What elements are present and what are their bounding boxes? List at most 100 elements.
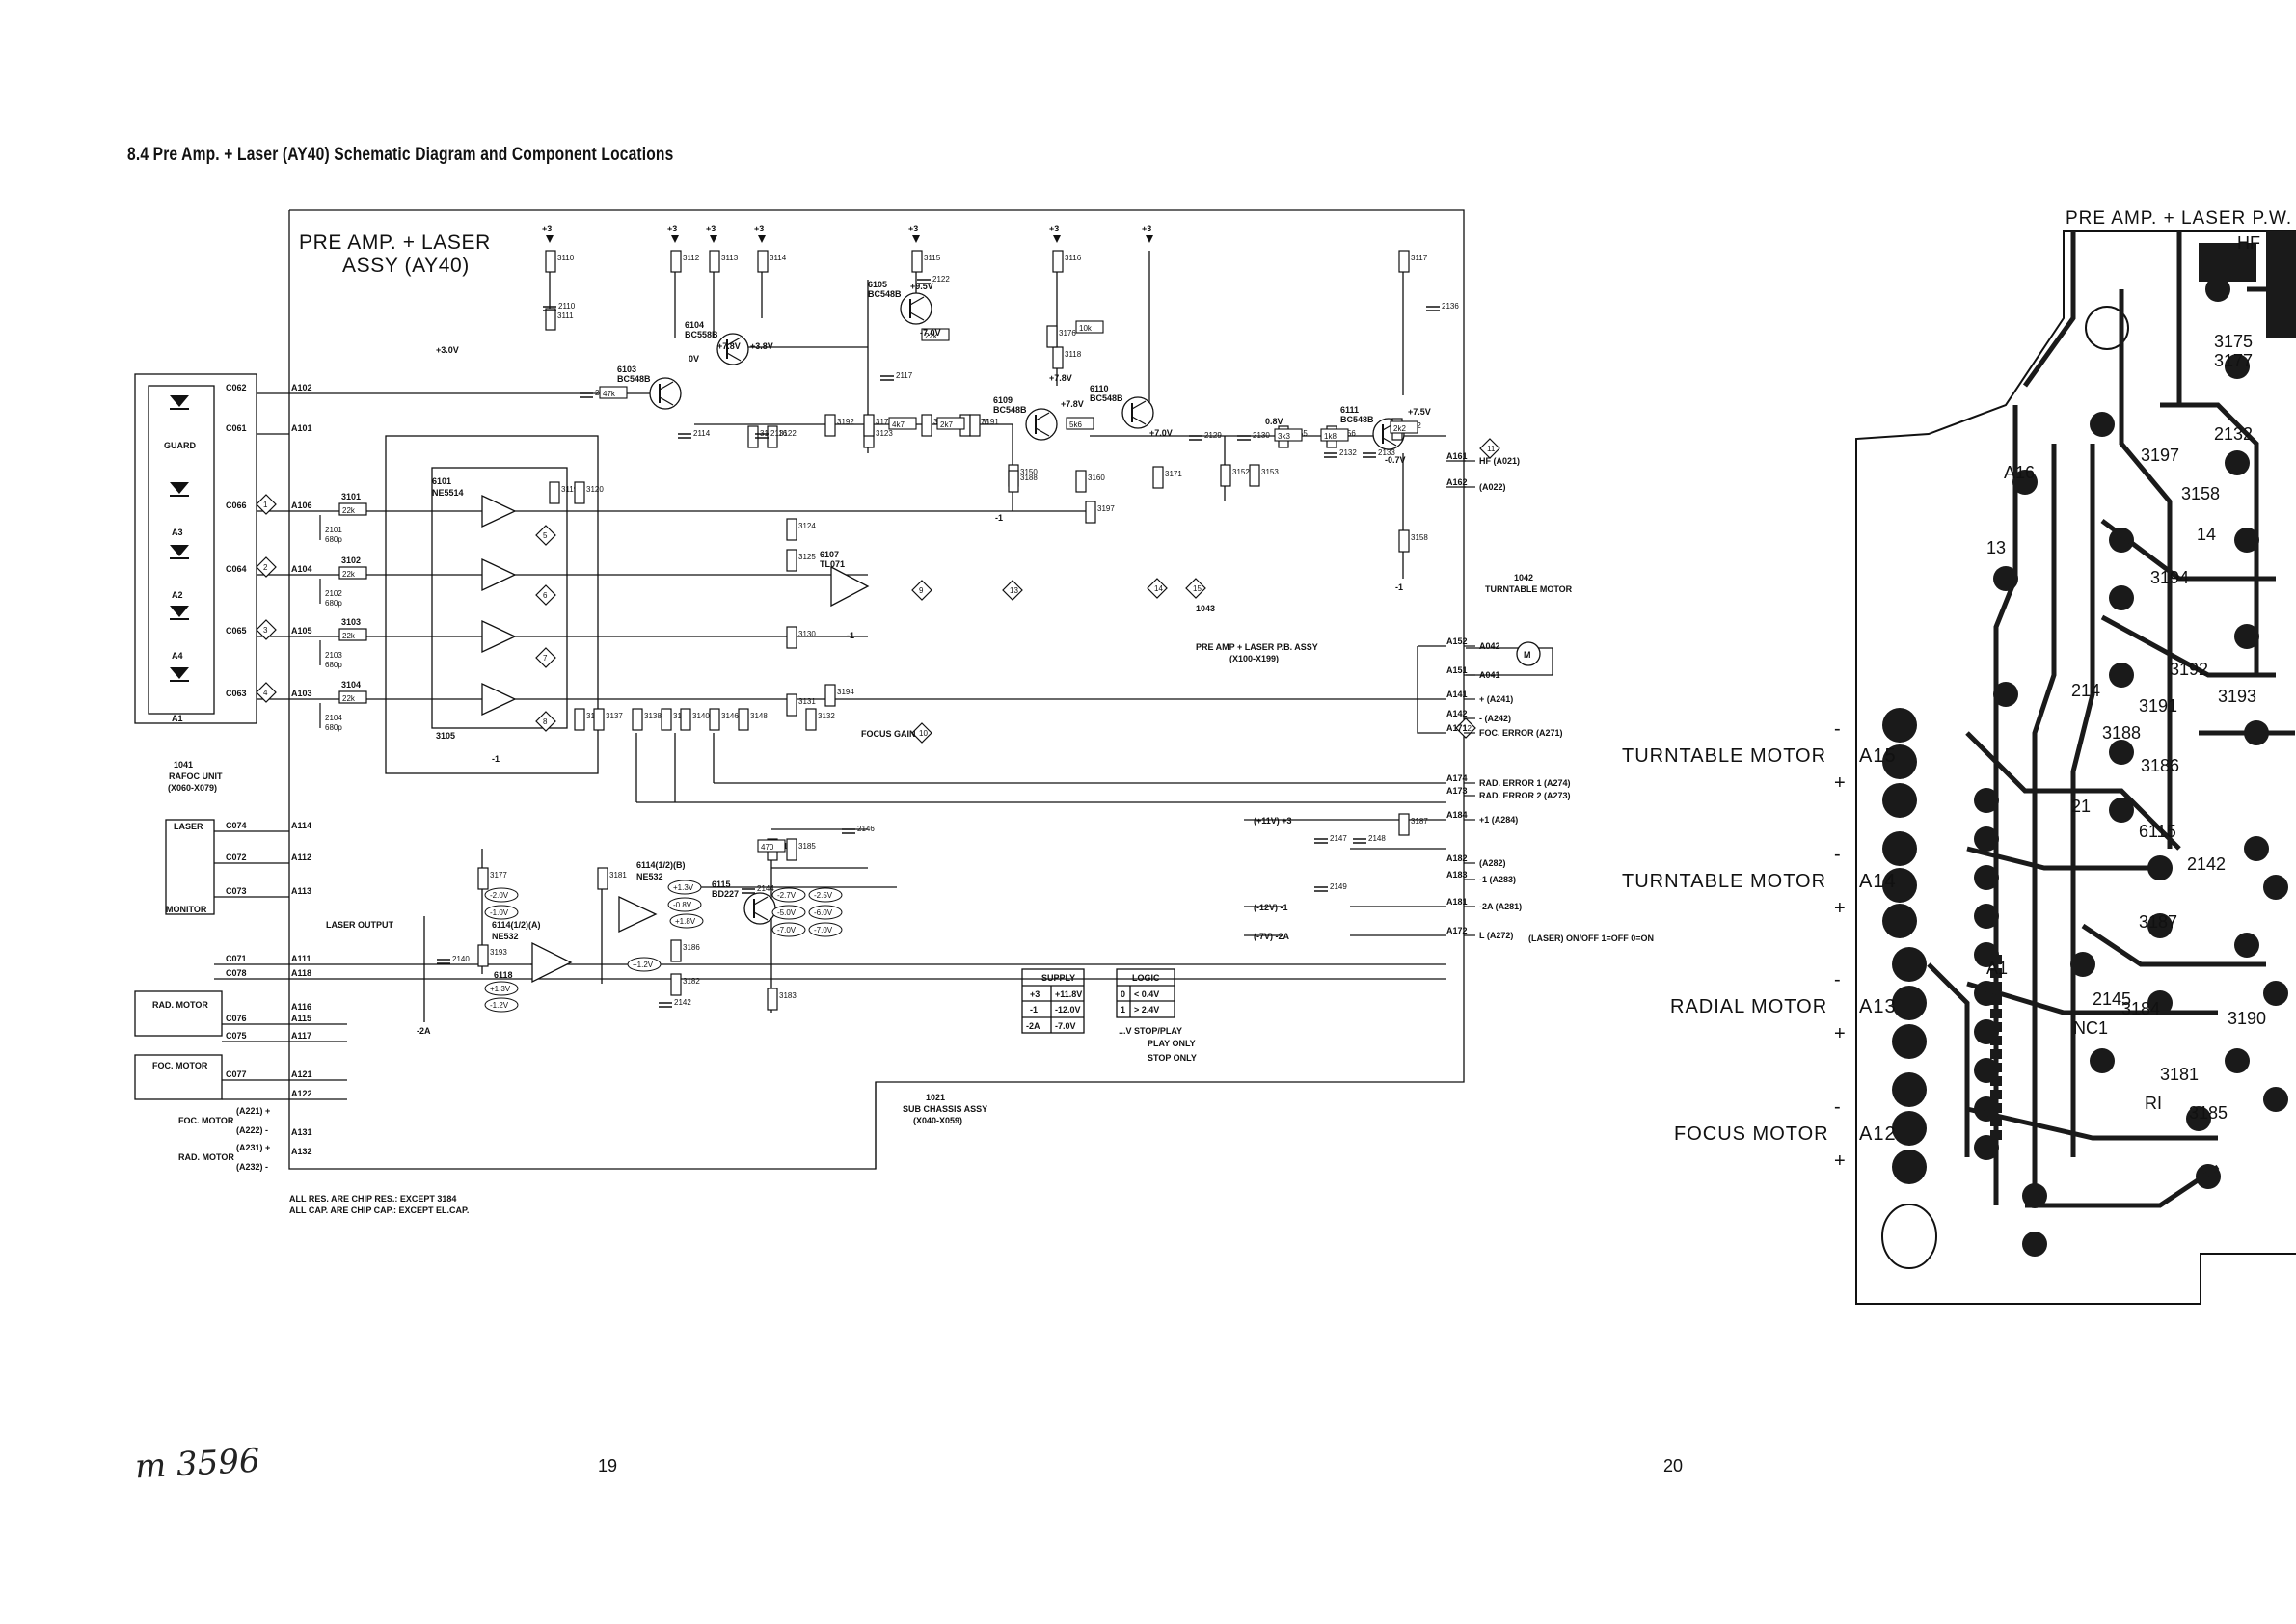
supply-rail-2a: (-7V) -2A xyxy=(1254,932,1290,941)
test-point-icon xyxy=(1185,578,1206,599)
opamp-icon xyxy=(481,494,517,528)
cap-ref: 2130 xyxy=(1253,431,1270,440)
pcb-pad xyxy=(2263,981,2288,1006)
supply-arrow-icon xyxy=(1053,235,1061,243)
a-pin: A112 xyxy=(291,853,311,862)
resistor-ref: 3119 xyxy=(561,485,579,494)
test-point-label: 7 xyxy=(543,654,548,663)
opamp-ref: 6114(1/2)(B) xyxy=(636,860,686,870)
test-point-icon xyxy=(256,619,277,640)
opamp-icon xyxy=(481,619,517,654)
output-pin: A182 xyxy=(1446,853,1468,863)
a-pin: A102 xyxy=(291,383,312,392)
cap-ref: 2122 xyxy=(932,275,950,284)
transistor-icon xyxy=(900,292,932,325)
resistor xyxy=(477,944,489,967)
pcb-pad xyxy=(1974,865,1999,890)
transistor-icon xyxy=(716,333,749,365)
voltage-label: 0V xyxy=(689,354,699,364)
resistor-ref: 3192 xyxy=(837,418,854,426)
connector-pin: C073 xyxy=(226,886,247,896)
photodiode-icon xyxy=(170,545,189,559)
resistor-value-box xyxy=(1390,420,1418,434)
measurement-value: +1.3V xyxy=(490,985,511,993)
resistor xyxy=(1249,464,1260,487)
resistor xyxy=(786,838,797,861)
turntable-motor-ref: 1042 xyxy=(1514,573,1533,582)
measurement-callout xyxy=(808,887,843,903)
logic-row-2-a: 1 xyxy=(1121,1005,1125,1015)
pcb-component-label: 3158 xyxy=(2181,484,2220,503)
polarity-minus-2: - xyxy=(1834,844,1842,865)
output-pin: A152 xyxy=(1446,636,1468,646)
output-label: RAD. ERROR 2 (A273) xyxy=(1479,791,1571,800)
cap-ref: 2132 xyxy=(1339,448,1357,457)
connector-pin: C076 xyxy=(226,1014,247,1023)
pcb-title: PRE AMP. + LASER P.W. xyxy=(2066,208,2292,229)
resistor-ref: 3177 xyxy=(490,871,507,880)
opamp-icon xyxy=(830,565,870,608)
resistor xyxy=(670,973,682,996)
pcb-component-label: 3197 xyxy=(2141,446,2179,465)
pcb-pad xyxy=(1882,831,1917,866)
pcb-component-label: 21 xyxy=(2071,797,2091,816)
pcb-hole-bottom xyxy=(1881,1204,1937,1269)
cap-ref: 2133 xyxy=(1378,448,1395,457)
measurement-value: -2.7V xyxy=(777,891,797,900)
test-point-label: 1 xyxy=(263,501,268,509)
output-label: - (A242) xyxy=(1479,714,1511,723)
rad-motor-label: RAD. MOTOR xyxy=(152,1000,208,1010)
a-pin: A121 xyxy=(291,1069,312,1079)
output-label: A042 xyxy=(1479,641,1500,651)
a-pin: A116 xyxy=(291,1002,311,1012)
cap-ref: 2104 xyxy=(325,714,342,722)
supply-arrow-icon xyxy=(546,235,554,243)
connector-pin: C077 xyxy=(226,1069,247,1079)
cap-ref: 2142 xyxy=(674,998,691,1007)
voltage-label: +3 xyxy=(667,224,677,233)
output-pin: A173 xyxy=(1446,786,1468,796)
pcb-component-label: 3184 xyxy=(2121,999,2160,1018)
resistor-value: 22k xyxy=(342,632,356,640)
page-heading: 8.4 Pre Amp. + Laser (AY40) Schematic Di… xyxy=(127,145,674,165)
measurement-callout xyxy=(484,981,519,996)
a-pin: A115 xyxy=(291,1014,311,1023)
transistor-ref: 6103 xyxy=(617,365,636,374)
resistor-value-box xyxy=(757,839,786,853)
sub-chassis-name: SUB CHASSIS ASSY xyxy=(903,1104,987,1114)
pcb-pad xyxy=(1882,868,1917,903)
sub-chassis-ref: 1021 xyxy=(926,1093,945,1102)
a-pin: A131 xyxy=(291,1127,312,1137)
pcb-trace xyxy=(1966,981,2218,1015)
pcb-pad xyxy=(1974,826,1999,852)
resistor xyxy=(477,867,489,890)
measurement-callout xyxy=(771,922,806,937)
resistor-ref: 3160 xyxy=(1088,474,1105,482)
turntable-motor-label: TURNTABLE MOTOR xyxy=(1485,584,1573,594)
cap-ref: 2146 xyxy=(857,825,875,833)
motor-label-focus: FOCUS MOTOR xyxy=(1674,1123,1829,1145)
logic-row-1-b: < 0.4V xyxy=(1134,989,1159,999)
a-pin: A111 xyxy=(291,954,311,963)
pcb-component-label: A16 xyxy=(2004,463,2035,482)
page-number-right: 20 xyxy=(1663,1456,1684,1475)
resistor xyxy=(786,549,797,572)
test-point-label: 3 xyxy=(263,626,268,635)
transistor-type: BC548B xyxy=(617,374,651,384)
supply-row-2-a: -1 xyxy=(1030,1005,1038,1015)
resistor-ref: 3174 xyxy=(876,418,893,426)
opamp-ref: 6107 xyxy=(820,550,839,559)
resistor xyxy=(593,708,605,731)
output-label: RAD. ERROR 1 (A274) xyxy=(1479,778,1571,788)
assy-title-2: ASSY (AY40) xyxy=(342,255,470,277)
cap-ref: 2148 xyxy=(1368,834,1386,843)
photodiode-icon xyxy=(170,667,189,682)
cap-ref: 2144 xyxy=(757,884,774,893)
resistor-ref: 3124 xyxy=(798,522,816,530)
photodiode-icon xyxy=(170,482,189,497)
opamp-ref: 6114(1/2)(A) xyxy=(492,920,541,930)
resistor-ref: 3125 xyxy=(798,553,816,561)
test-point-icon xyxy=(1002,580,1023,601)
resistor xyxy=(738,708,749,731)
resistor xyxy=(1046,325,1058,348)
